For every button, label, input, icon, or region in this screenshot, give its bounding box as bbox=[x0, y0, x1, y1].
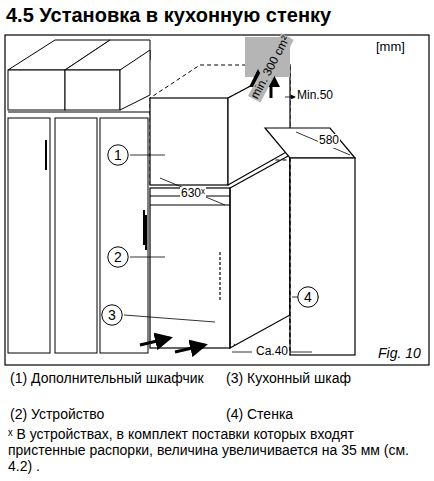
dimension: 630ˣ bbox=[180, 187, 206, 201]
callout-text: 4 bbox=[304, 289, 312, 305]
callout-text: 3 bbox=[108, 307, 116, 323]
legend-item: (3) Кухонный шкаф bbox=[226, 370, 351, 386]
base-cabinets bbox=[8, 112, 150, 353]
figure-number: Fig. 10 bbox=[378, 345, 421, 361]
figure-frame bbox=[5, 35, 429, 365]
side-wall bbox=[265, 128, 355, 355]
callout-number: 3 bbox=[101, 304, 123, 326]
dimension: 580 bbox=[318, 134, 340, 148]
unit-label: [mm] bbox=[376, 40, 405, 55]
callout-text: 1 bbox=[114, 147, 122, 163]
callout-number: 1 bbox=[107, 144, 129, 166]
dimension-lines bbox=[160, 97, 350, 352]
legend-item: (2) Устройство bbox=[10, 406, 104, 422]
footnote: ˣ В устройствах, в комплект поставки кот… bbox=[8, 426, 426, 474]
leader-lines bbox=[124, 155, 319, 322]
appliance bbox=[146, 155, 290, 348]
title: 4.5 Установка в кухонную стенку bbox=[6, 4, 331, 27]
legend-item: (4) Стенка bbox=[226, 406, 293, 422]
callout-text: 2 bbox=[114, 249, 122, 265]
dimension: Min.50 bbox=[296, 89, 334, 103]
wall-cabinets bbox=[8, 40, 150, 110]
callout-number: 4 bbox=[297, 286, 319, 308]
air-arrows bbox=[140, 72, 271, 352]
dimension: Ca.40 bbox=[255, 345, 289, 359]
callout-number: 2 bbox=[107, 246, 129, 268]
legend-item: (1) Дополнительный шкафчик bbox=[10, 370, 210, 386]
